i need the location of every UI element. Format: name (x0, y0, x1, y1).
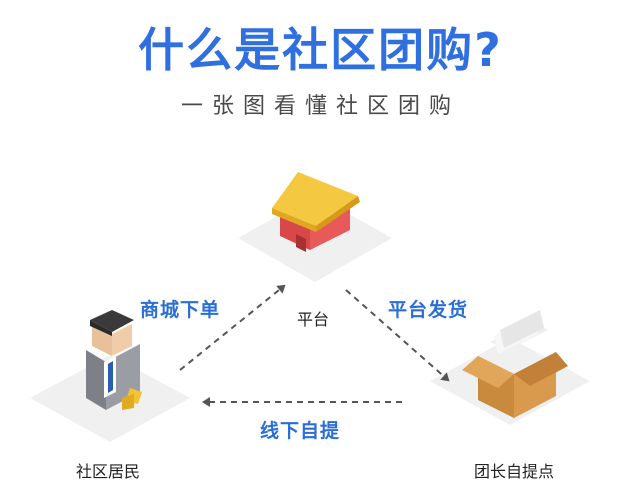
platform-label: 平台 (297, 310, 330, 329)
page-title: 什么是社区团购? (138, 23, 503, 77)
pickup-label: 线下自提 (260, 420, 341, 442)
ship-arrow (345, 289, 450, 382)
leader-label: 团长自提点 (474, 462, 555, 481)
ship-label: 平台发货 (388, 299, 469, 321)
order-label: 商城下单 (140, 299, 221, 321)
page-subtitle: 一张图看懂社区团购 (180, 94, 460, 119)
house-icon (272, 172, 360, 252)
box-icon (462, 310, 568, 418)
platform-node (238, 172, 392, 282)
person-icon (86, 310, 142, 410)
order-arrow (179, 284, 286, 371)
leader-node (430, 310, 590, 425)
resident-label: 社区居民 (76, 462, 141, 481)
resident-node (30, 310, 190, 442)
